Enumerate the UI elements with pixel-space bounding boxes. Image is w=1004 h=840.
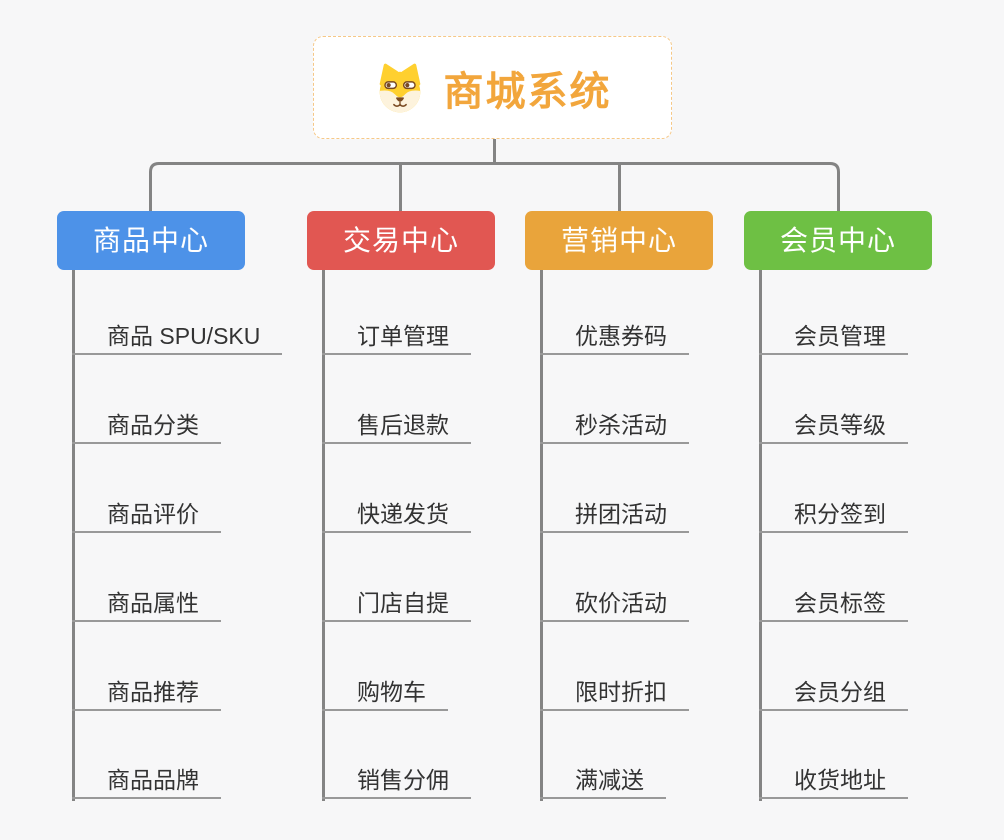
- node-item[interactable]: 商品分类: [72, 410, 221, 444]
- node-item[interactable]: 满减送: [540, 765, 666, 799]
- node-item[interactable]: 售后退款: [322, 410, 471, 444]
- connector-trunk: [72, 270, 75, 801]
- node-item[interactable]: 秒杀活动: [540, 410, 689, 444]
- branch-member-center[interactable]: 会员中心: [744, 211, 932, 270]
- node-item[interactable]: 积分签到: [759, 499, 908, 533]
- node-item[interactable]: 拼团活动: [540, 499, 689, 533]
- node-item[interactable]: 商品属性: [72, 588, 221, 622]
- dog-face-icon: [379, 63, 420, 112]
- node-item[interactable]: 限时折扣: [540, 677, 689, 711]
- node-item[interactable]: 会员标签: [759, 588, 908, 622]
- node-item[interactable]: 门店自提: [322, 588, 471, 622]
- connector-trunk: [759, 270, 762, 801]
- node-item[interactable]: 购物车: [322, 677, 448, 711]
- branch-rail-line: [149, 162, 840, 211]
- node-item[interactable]: 收货地址: [759, 765, 908, 799]
- node-item[interactable]: 会员管理: [759, 321, 908, 355]
- node-item[interactable]: 商品品牌: [72, 765, 221, 799]
- root-node[interactable]: 商城系统: [313, 36, 672, 139]
- connector-trunk: [322, 270, 325, 801]
- node-item[interactable]: 优惠券码: [540, 321, 689, 355]
- node-item[interactable]: 砍价活动: [540, 588, 689, 622]
- root-title: 商城系统: [443, 69, 612, 114]
- node-item[interactable]: 商品 SPU/SKU: [72, 321, 283, 355]
- connector-trunk: [540, 270, 543, 801]
- node-item[interactable]: 商品推荐: [72, 677, 221, 711]
- node-item[interactable]: 商品评价: [72, 499, 221, 533]
- branch-trade-center[interactable]: 交易中心: [307, 211, 495, 270]
- node-item[interactable]: 会员分组: [759, 677, 908, 711]
- node-item[interactable]: 会员等级: [759, 410, 908, 444]
- node-item[interactable]: 快递发货: [322, 499, 471, 533]
- node-item[interactable]: 销售分佣: [322, 765, 471, 799]
- branch-marketing-center[interactable]: 营销中心: [525, 211, 713, 270]
- branch-product-center[interactable]: 商品中心: [57, 211, 245, 270]
- node-item[interactable]: 订单管理: [322, 321, 471, 355]
